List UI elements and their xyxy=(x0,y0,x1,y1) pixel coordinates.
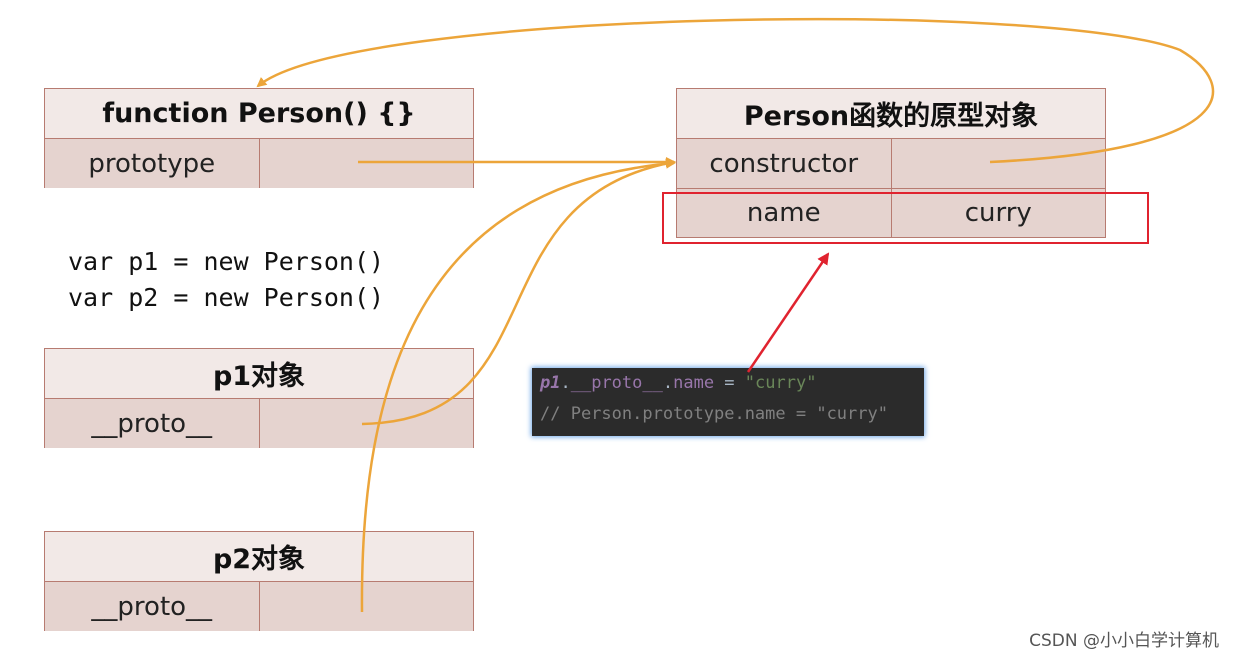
p2-proto-key-cell: __proto__ xyxy=(91,591,213,622)
p1-object-title: p1对象 xyxy=(45,349,473,399)
code-line-1: var p1 = new Person() xyxy=(68,247,385,276)
editor-dot-2: . xyxy=(662,373,674,393)
name-row-highlight xyxy=(662,192,1149,244)
editor-string-curry: "curry" xyxy=(744,373,817,393)
code-line-2: var p2 = new Person() xyxy=(68,283,385,312)
person-function-box: function Person() {} prototype xyxy=(44,88,474,188)
person-function-row-prototype: prototype xyxy=(45,139,473,188)
code-editor-snippet: p1.__proto__.name = "curry" // Person.pr… xyxy=(532,368,924,436)
prototype-key-cell: prototype xyxy=(88,148,216,179)
p1-object-box: p1对象 __proto__ xyxy=(44,348,474,448)
editor-dot-1: . xyxy=(560,373,571,393)
editor-equals: = xyxy=(714,373,745,393)
arrow-p1-proto-to-object xyxy=(361,158,676,426)
code-snippet: var p1 = new Person() var p2 = new Perso… xyxy=(68,244,384,316)
editor-line-1: p1.__proto__.name = "curry" xyxy=(540,373,816,393)
prototype-object-box: Person函数的原型对象 constructor name curry xyxy=(676,88,1106,238)
editor-var-p1: p1 xyxy=(540,373,561,393)
prototype-row-name: name curry xyxy=(677,188,1105,237)
name-key-cell: name xyxy=(746,198,821,228)
p1-proto-key-cell: __proto__ xyxy=(91,408,213,439)
editor-prop-proto: __proto__ xyxy=(570,373,663,393)
editor-line-2: // Person.prototype.name = "curry" xyxy=(540,404,888,424)
prototype-row-constructor: constructor xyxy=(677,139,1105,188)
p2-object-title: p2对象 xyxy=(45,532,473,582)
arrow-constructor-to-function xyxy=(256,17,1215,164)
p1-proto-value-cell xyxy=(258,399,474,448)
prototype-object-title: Person函数的原型对象 xyxy=(677,89,1105,139)
editor-prop-name: name xyxy=(673,373,715,393)
p1-row-proto: __proto__ xyxy=(45,399,473,448)
p2-row-proto: __proto__ xyxy=(45,582,473,631)
person-function-title: function Person() {} xyxy=(45,89,473,139)
arrow-editor-to-name-row xyxy=(746,252,830,373)
watermark: CSDN @小小白学计算机 xyxy=(1029,631,1219,651)
constructor-value-cell xyxy=(890,139,1106,188)
p2-proto-value-cell xyxy=(258,582,474,631)
arrow-p2-proto-to-object xyxy=(360,158,676,613)
constructor-key-cell: constructor xyxy=(709,148,859,179)
p2-object-box: p2对象 __proto__ xyxy=(44,531,474,631)
prototype-value-cell xyxy=(258,139,474,188)
name-value-cell: curry xyxy=(890,189,1106,237)
